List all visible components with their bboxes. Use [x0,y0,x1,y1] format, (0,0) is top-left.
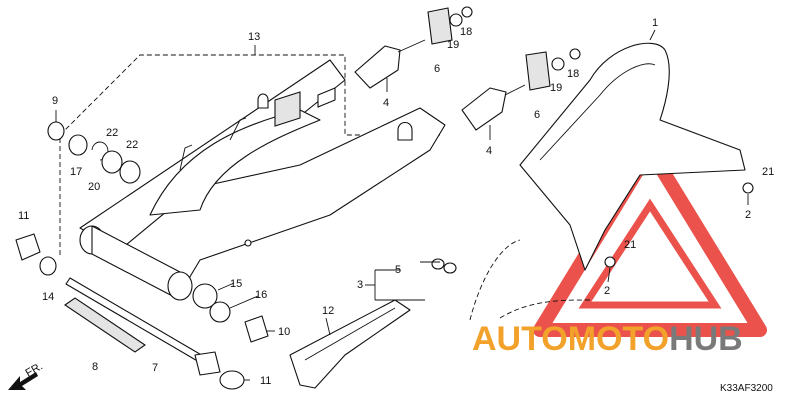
bearing-22a [101,150,123,174]
pivot-parts [15,121,269,390]
collar-8 [64,297,146,353]
swingarm [79,59,446,301]
drive-chain [420,239,591,321]
watermark-text: AUTOMOTOHUB [472,320,743,358]
callout-16: 16 [255,289,267,301]
oil-seal-16 [209,301,231,323]
diagram-code: K33AF3200 [720,383,773,394]
pivot-cap-11 [15,233,41,261]
callout-1: 1 [652,17,658,29]
callout-22b: 22 [126,139,138,151]
callout-11: 11 [18,210,29,222]
callout-10: 10 [278,326,290,338]
fr-arrow-icon [8,372,38,390]
callout-8: 8 [92,361,98,373]
callout-9: 9 [52,95,58,107]
dust-seal-9 [47,121,65,141]
callout-21b: 21 [624,239,636,251]
callout-15: 15 [230,278,242,290]
callout-14: 14 [42,291,54,303]
bolt-21b [604,256,616,268]
bearing-22b [119,160,141,184]
fr-label: FR. [24,360,45,379]
chain-adjuster-upper [354,6,473,89]
callout-5: 5 [395,264,401,276]
callout-19b: 19 [550,82,562,94]
callout-20: 20 [88,181,100,193]
watermark-inner-triangle-icon [578,198,722,309]
chain-adjuster-lower [461,48,581,131]
washer-14 [39,256,57,276]
watermark-brand-part2: HUB [669,320,743,358]
callout-19: 19 [447,39,459,51]
callout-3: 3 [357,279,363,291]
pivot-cap-11b [219,370,245,390]
callout-18b: 18 [567,68,579,80]
bolt-21a [742,182,754,194]
assembly-outline [59,54,440,255]
callout-22: 22 [106,127,118,139]
callout-13: 13 [248,31,260,43]
callout-21: 21 [762,166,774,178]
pivot-nut [194,351,221,376]
callout-11b: 11 [260,375,271,387]
chain-slider [289,299,411,389]
callout-17: 17 [70,166,82,178]
oil-seal-17 [68,134,88,156]
callout-2b: 2 [604,285,610,297]
callout-7: 7 [152,362,158,374]
callout-4b: 4 [486,145,492,157]
bearing-15 [192,283,218,309]
callout-6: 6 [434,63,440,75]
callout-2: 2 [745,209,751,221]
leader-lines [55,29,749,381]
callout-4: 4 [383,97,389,109]
collar-10 [244,315,269,343]
rear-hugger [519,42,746,271]
callout-labels: 1 2 2 3 4 4 5 6 6 7 8 9 10 11 11 12 13 1… [18,17,774,394]
callout-6b: 6 [534,109,540,121]
watermark-brand-part1: AUTOMOTO [472,320,669,358]
callout-18: 18 [460,26,472,38]
callout-12: 12 [322,305,334,317]
